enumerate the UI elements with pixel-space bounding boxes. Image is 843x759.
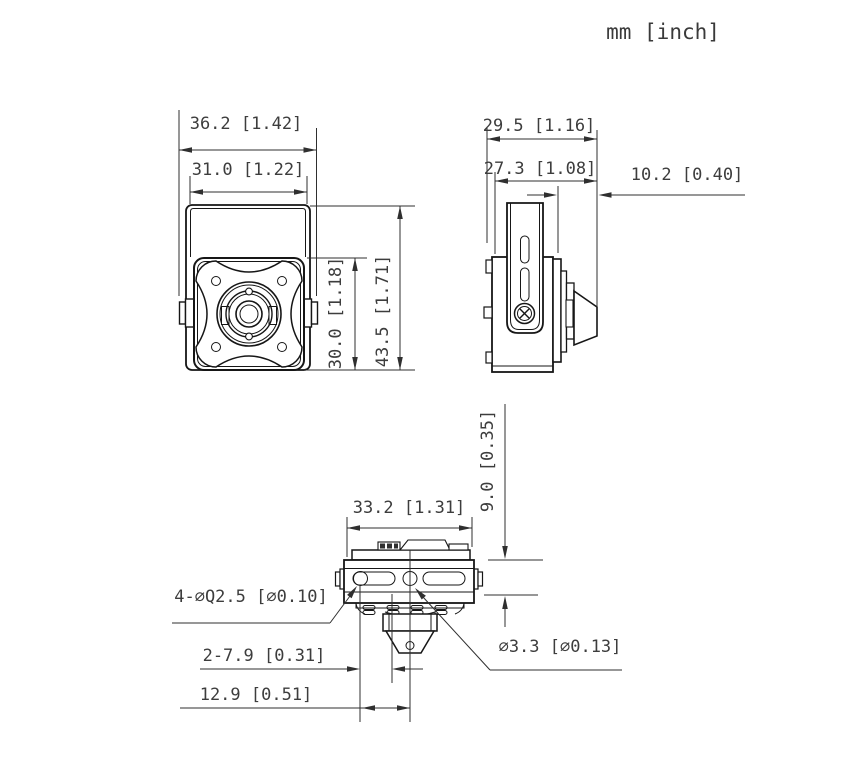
dim-side-overall-depth: 29.5 [1.16] (482, 116, 596, 136)
dim-bottom-slot-length: 2-7.9 [0.31] (202, 646, 326, 666)
dim-bottom-bracket-thickness: 9.0 [0.35] (478, 409, 498, 513)
dim-front-overall-width: 36.2 [1.42] (189, 114, 303, 134)
dim-bottom-mount-holes: 4-⌀Q2.5 [⌀0.10] (174, 587, 328, 607)
dim-front-bracket-width: 31.0 [1.22] (191, 160, 305, 180)
bottom-view-drawing (172, 404, 622, 722)
front-thumbscrew-left (178, 298, 196, 328)
front-lens-assembly (216, 281, 282, 347)
bottom-connector (377, 541, 401, 551)
dim-bottom-hole-spacing: 12.9 [0.51] (199, 685, 313, 705)
units-label: mm [inch] (606, 20, 720, 44)
side-bracket-strip (506, 202, 544, 334)
side-view-drawing (483, 128, 745, 373)
side-lens-cone (573, 289, 598, 347)
front-view-drawing (178, 110, 415, 371)
dim-front-overall-height: 43.5 [1.71] (373, 254, 393, 368)
dim-side-body-depth: 27.3 [1.08] (483, 159, 597, 179)
dim-bottom-body-width: 33.2 [1.31] (352, 498, 466, 518)
side-bracket-screw (513, 302, 536, 325)
dim-side-lens-protrusion: 10.2 [0.40] (630, 165, 744, 185)
dim-bottom-center-hole: ⌀3.3 [⌀0.13] (498, 637, 622, 657)
dim-front-faceplate-height: 30.0 [1.18] (326, 256, 346, 370)
